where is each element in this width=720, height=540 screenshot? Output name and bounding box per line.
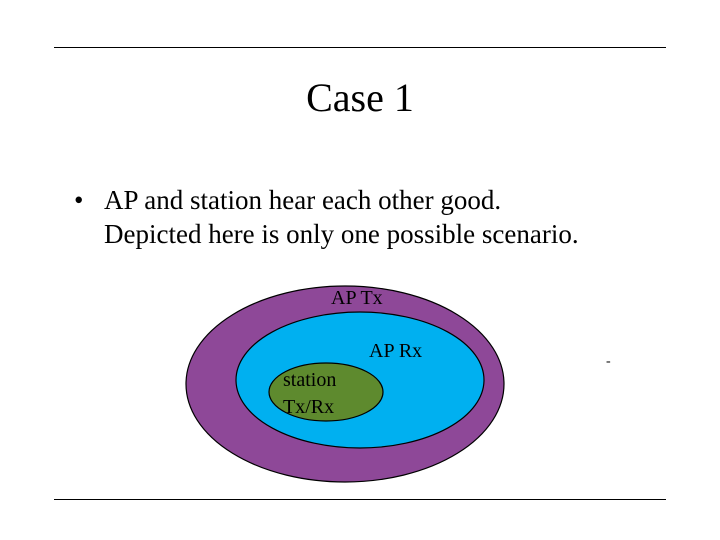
station-range-region bbox=[268, 362, 384, 422]
bullet-dot-icon: • bbox=[74, 185, 84, 215]
ap-tx-label: AP Tx bbox=[331, 287, 383, 309]
slide-title: Case 1 bbox=[306, 75, 414, 120]
bullet-line-1: AP and station hear each other good. bbox=[104, 185, 502, 215]
top-divider-line bbox=[54, 47, 666, 48]
bullet-text: AP and station hear each other good. Dep… bbox=[104, 183, 579, 251]
bottom-divider-line bbox=[54, 499, 666, 500]
station-label-line-1: station bbox=[283, 369, 336, 391]
ap-rx-label: AP Rx bbox=[369, 340, 422, 362]
bullet-line-2: Depicted here is only one possible scena… bbox=[104, 219, 579, 249]
stray-mark: - bbox=[606, 354, 611, 369]
station-label-line-2: Tx/Rx bbox=[283, 396, 334, 418]
